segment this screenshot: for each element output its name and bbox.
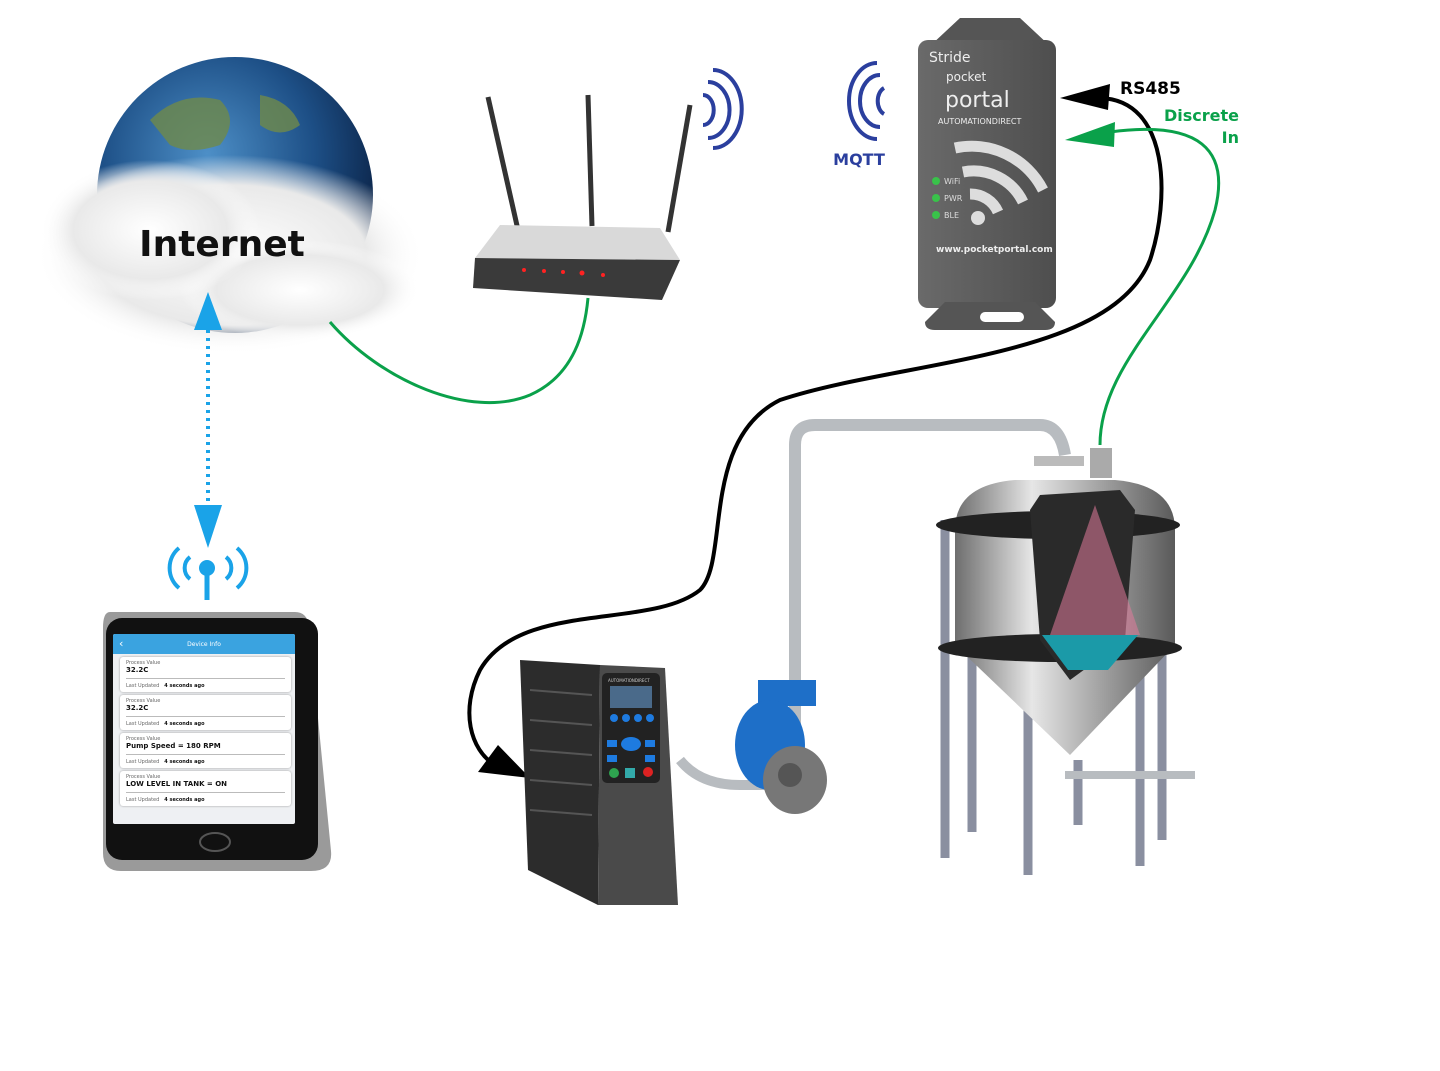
down-arrowhead — [194, 505, 222, 548]
internet-label: Internet — [139, 224, 305, 265]
pwr-led-label: PWR — [944, 194, 963, 203]
discrete-in-arrowhead — [1065, 122, 1115, 147]
rs485-cable — [467, 96, 1164, 767]
device-card[interactable]: Process Value LOW LEVEL IN TANK = ON Las… — [120, 771, 291, 806]
mqtt-label: MQTT — [833, 150, 885, 169]
discrete-in-cable — [1098, 127, 1221, 446]
ethernet-cable — [328, 297, 590, 405]
pp-url: www.pocketportal.com — [936, 245, 1053, 255]
phone-header: ‹ Device Info — [113, 634, 295, 654]
card-label: Process Value — [126, 660, 161, 666]
updated-value: 4 seconds ago — [164, 797, 205, 803]
updated-value: 4 seconds ago — [164, 721, 205, 727]
wifi-router — [473, 94, 693, 300]
router-wireless-icon — [702, 68, 744, 150]
card-label: Process Value — [126, 736, 161, 742]
ble-led-label: BLE — [944, 211, 959, 220]
card-label: Process Value — [126, 774, 161, 780]
phone-antenna-icon — [167, 546, 249, 590]
device-card[interactable]: Process Value Pump Speed = 180 RPM Last … — [120, 733, 291, 768]
pp-wifi-icon — [953, 140, 1048, 215]
up-arrowhead — [194, 292, 222, 330]
ble-led — [932, 211, 940, 219]
device-card[interactable]: Process Value 32.2C Last Updated 4 second… — [120, 695, 291, 730]
wifi-led — [932, 177, 940, 185]
card-label: Process Value — [126, 698, 161, 704]
card-updated: Last Updated 4 seconds ago — [126, 793, 285, 803]
pp-maker: AUTOMATIONDIRECT — [938, 117, 1022, 126]
phone-screen: ‹ Device Info Process Value 32.2C Last U… — [113, 634, 295, 824]
card-value: LOW LEVEL IN TANK = ON — [126, 780, 285, 793]
phone-title: Device Info — [187, 640, 221, 648]
device-card[interactable]: Process Value 32.2C Last Updated 4 second… — [120, 657, 291, 692]
pwr-led — [932, 194, 940, 202]
vfd-arrowhead — [478, 745, 530, 778]
internet-globe: Internet — [35, 57, 425, 355]
card-value: 32.2C — [126, 704, 285, 717]
vfd-drive: AUTOMATIONDIRECT — [520, 660, 678, 905]
card-updated: Last Updated 4 seconds ago — [126, 755, 285, 765]
discrete-label-line1: Discrete — [1164, 106, 1239, 125]
pocket-portal-device: Stride pocket portal AUTOMATIONDIRECT Wi… — [918, 18, 1056, 330]
pp-brand: Stride — [929, 50, 971, 66]
updated-label: Last Updated — [126, 721, 160, 727]
rs485-label: RS485 — [1120, 79, 1181, 99]
updated-label: Last Updated — [126, 797, 160, 803]
rs485-arrowhead — [1060, 84, 1110, 110]
pipe — [789, 419, 1071, 745]
wifi-led-label: WiFi — [944, 177, 960, 186]
pump — [735, 680, 827, 814]
updated-value: 4 seconds ago — [164, 683, 205, 689]
vfd-maker: AUTOMATIONDIRECT — [608, 678, 650, 683]
updated-label: Last Updated — [126, 759, 160, 765]
tank — [936, 448, 1195, 875]
card-updated: Last Updated 4 seconds ago — [126, 717, 285, 727]
updated-label: Last Updated — [126, 683, 160, 689]
updated-value: 4 seconds ago — [164, 759, 205, 765]
pp-product-line2: portal — [945, 88, 1010, 113]
mqtt-wireless-icon — [847, 61, 886, 141]
pp-product-line1: pocket — [946, 70, 986, 84]
card-updated: Last Updated 4 seconds ago — [126, 679, 285, 689]
discrete-label-line2: In — [1222, 128, 1239, 147]
card-value: Pump Speed = 180 RPM — [126, 742, 285, 755]
card-value: 32.2C — [126, 666, 285, 679]
chevron-left-icon[interactable]: ‹ — [119, 637, 124, 650]
